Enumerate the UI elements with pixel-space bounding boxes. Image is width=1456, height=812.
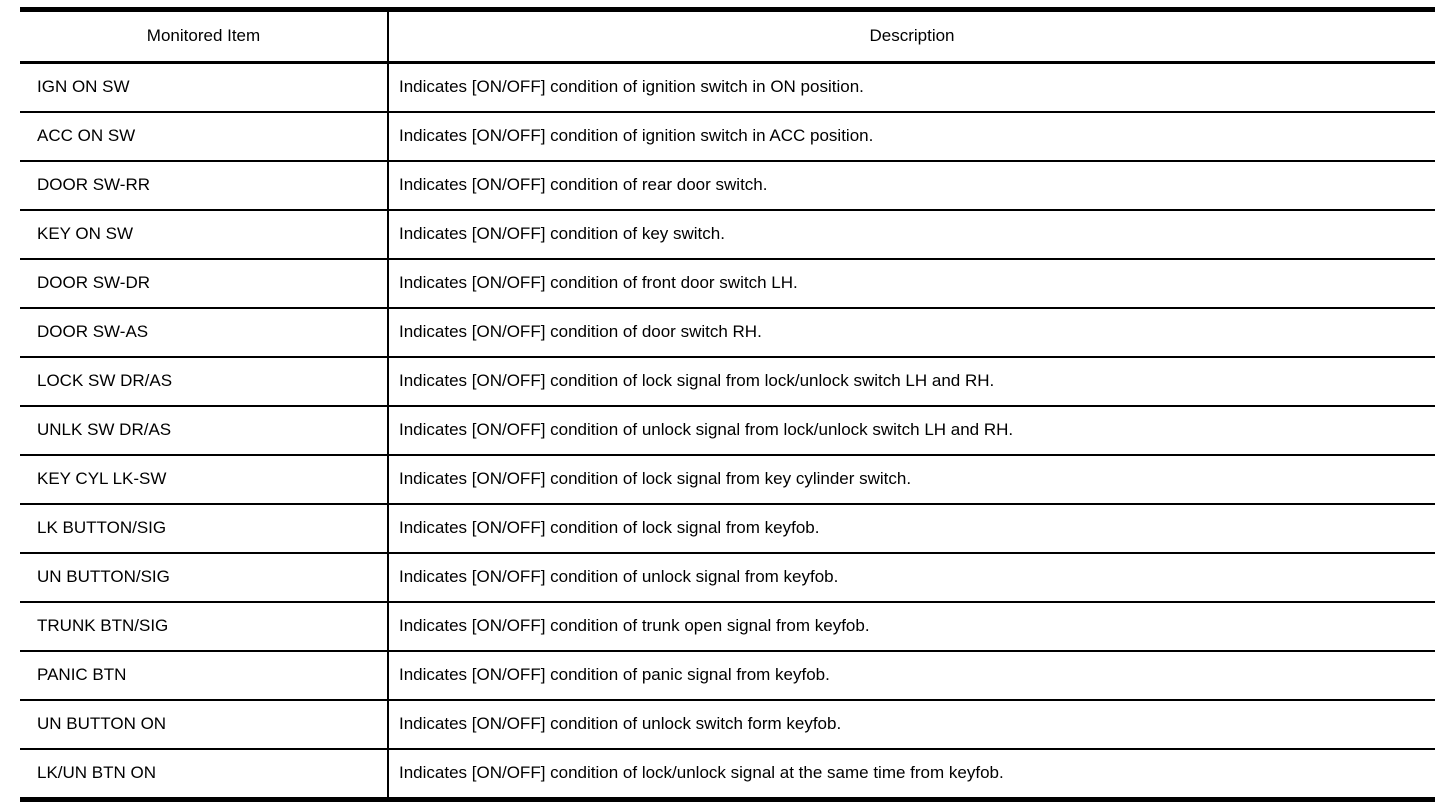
header-row: Monitored Item Description (20, 9, 1435, 64)
monitored-item-cell: LK/UN BTN ON (20, 749, 389, 801)
monitored-item-cell: KEY ON SW (20, 210, 389, 260)
monitored-item-cell: IGN ON SW (20, 62, 389, 113)
monitored-item-cell: UN BUTTON ON (20, 700, 389, 750)
description-cell: Indicates [ON/OFF] condition of door swi… (388, 308, 1435, 358)
monitored-item-cell: DOOR SW-AS (20, 308, 389, 358)
description-cell: Indicates [ON/OFF] condition of lock sig… (388, 504, 1435, 554)
monitored-item-cell: PANIC BTN (20, 651, 389, 701)
monitored-item-cell: LOCK SW DR/AS (20, 357, 389, 407)
description-cell: Indicates [ON/OFF] condition of unlock s… (388, 700, 1435, 750)
monitored-item-cell: TRUNK BTN/SIG (20, 602, 389, 652)
table-header: Monitored Item Description (20, 9, 1435, 64)
description-cell: Indicates [ON/OFF] condition of ignition… (388, 112, 1435, 162)
monitored-item-cell: ACC ON SW (20, 112, 389, 162)
column-header-description: Description (388, 9, 1435, 64)
monitored-item-cell: LK BUTTON/SIG (20, 504, 389, 554)
description-cell: Indicates [ON/OFF] condition of unlock s… (388, 553, 1435, 603)
description-cell: Indicates [ON/OFF] condition of lock sig… (388, 357, 1435, 407)
description-cell: Indicates [ON/OFF] condition of panic si… (388, 651, 1435, 701)
monitored-item-cell: UN BUTTON/SIG (20, 553, 389, 603)
description-cell: Indicates [ON/OFF] condition of key swit… (388, 210, 1435, 260)
column-header-monitored-item: Monitored Item (20, 9, 389, 64)
description-cell: Indicates [ON/OFF] condition of lock sig… (388, 455, 1435, 505)
description-cell: Indicates [ON/OFF] condition of ignition… (388, 62, 1435, 113)
monitored-item-cell: DOOR SW-RR (20, 161, 389, 211)
description-cell: Indicates [ON/OFF] condition of lock/unl… (388, 749, 1435, 801)
description-cell: Indicates [ON/OFF] condition of unlock s… (388, 406, 1435, 456)
description-cell: Indicates [ON/OFF] condition of trunk op… (388, 602, 1435, 652)
monitored-item-cell: UNLK SW DR/AS (20, 406, 389, 456)
description-cell: Indicates [ON/OFF] condition of front do… (388, 259, 1435, 309)
monitored-item-cell: KEY CYL LK-SW (20, 455, 389, 505)
monitored-item-cell: DOOR SW-DR (20, 259, 389, 309)
description-cell: Indicates [ON/OFF] condition of rear doo… (388, 161, 1435, 211)
